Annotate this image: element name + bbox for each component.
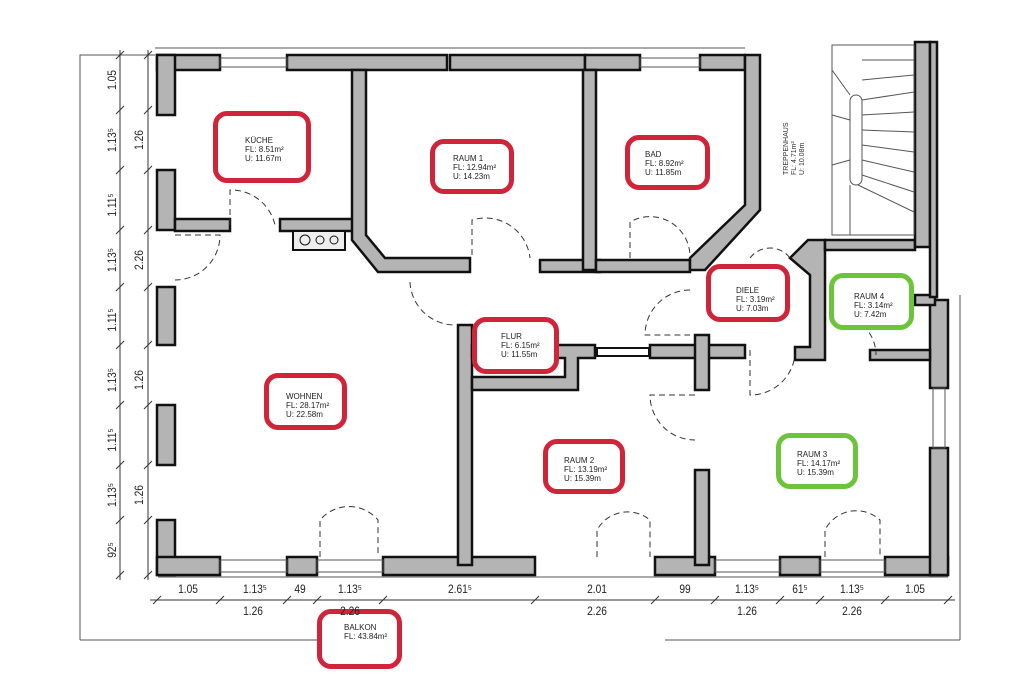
room-highlight-bad: [625, 135, 710, 190]
dimension-label: 1.26: [132, 130, 146, 150]
dimension-label: 2.26: [842, 604, 862, 618]
dimension-tick: [215, 595, 225, 605]
dimension-label: 2.01: [587, 582, 607, 596]
dimension-tick: [530, 595, 540, 605]
stove-icon: [292, 230, 346, 251]
dimension-label: 1.13⁵: [105, 482, 119, 508]
dimension-tick: [143, 105, 153, 115]
dimension-tick: [378, 595, 388, 605]
room-highlight-raum-4: [829, 273, 914, 330]
dimension-label: 49: [294, 582, 306, 596]
dimension-label: 1.13⁵: [242, 582, 268, 596]
dimension-tick: [115, 165, 125, 175]
dimension-label: 92⁵: [105, 542, 119, 558]
dimension-tick: [815, 595, 825, 605]
dimension-label: 61⁵: [792, 582, 808, 596]
dimension-label: 1.13⁵: [105, 247, 119, 273]
dimension-tick: [650, 595, 660, 605]
dimension-tick: [115, 515, 125, 525]
dimension-label: 1.26: [243, 604, 263, 618]
windows: [219, 57, 946, 573]
dimension-label: 1.26: [737, 604, 757, 618]
room-highlight-kueche: [213, 111, 311, 183]
dimension-tick: [143, 282, 153, 292]
dimension-label: 1.13⁵: [734, 582, 760, 596]
dimension-label: 1.11⁵: [105, 308, 119, 332]
dimension-tick: [115, 282, 125, 292]
dimension-tick: [143, 460, 153, 470]
dimension-tick: [775, 595, 785, 605]
dimension-ticks: [115, 50, 953, 605]
staircase-icon: [831, 44, 915, 236]
dimension-tick: [143, 570, 153, 580]
dimension-tick: [115, 50, 125, 60]
dimension-tick: [143, 515, 153, 525]
dimension-label: 1.13⁵: [337, 582, 363, 596]
room-highlight-diele: [706, 264, 790, 322]
dimension-label: 1.26: [132, 485, 146, 505]
dimension-label: 1.13⁵: [839, 582, 865, 596]
dimension-tick: [143, 50, 153, 60]
dimension-tick: [115, 225, 125, 235]
room-highlight-flur: [472, 317, 559, 374]
dimension-tick: [115, 400, 125, 410]
dimension-tick: [143, 165, 153, 175]
room-highlight-raum-3: [776, 433, 858, 489]
dimension-tick: [152, 595, 162, 605]
dimension-tick: [115, 340, 125, 350]
dimension-label: 1.05: [905, 582, 925, 596]
dimension-tick: [710, 595, 720, 605]
room-highlight-balkon: [317, 609, 402, 669]
walls: [155, 40, 950, 577]
dimension-tick: [312, 595, 322, 605]
dimension-label: 1.11⁵: [105, 428, 119, 452]
dimension-tick: [143, 225, 153, 235]
dimension-lines: [119, 50, 955, 601]
dimension-label: 1.11⁵: [105, 193, 119, 217]
outline-lines: [79, 47, 961, 641]
dimension-tick: [143, 400, 153, 410]
dimension-label: 1.13⁵: [105, 127, 119, 153]
dimension-label: 2.26: [587, 604, 607, 618]
dimension-tick: [115, 105, 125, 115]
dimension-label: 99: [679, 582, 691, 596]
dimension-tick: [115, 460, 125, 470]
dimension-tick: [143, 340, 153, 350]
dimension-label: 2.26: [132, 250, 146, 270]
dimension-tick: [880, 595, 890, 605]
dimension-label: 1.05: [178, 582, 198, 596]
dimension-tick: [943, 595, 953, 605]
dimension-label: 1.13⁵: [105, 367, 119, 393]
dimension-tick: [282, 595, 292, 605]
room-highlight-raum-1: [430, 139, 514, 194]
dimension-label: 1.26: [132, 370, 146, 390]
room-highlight-wohnen: [264, 373, 347, 430]
room-highlight-raum-2: [543, 439, 625, 494]
dimension-label: 2.26: [340, 604, 360, 618]
dimension-label: 1.05: [105, 70, 119, 90]
dimension-label: 2.61⁵: [447, 582, 473, 596]
dimension-tick: [115, 570, 125, 580]
